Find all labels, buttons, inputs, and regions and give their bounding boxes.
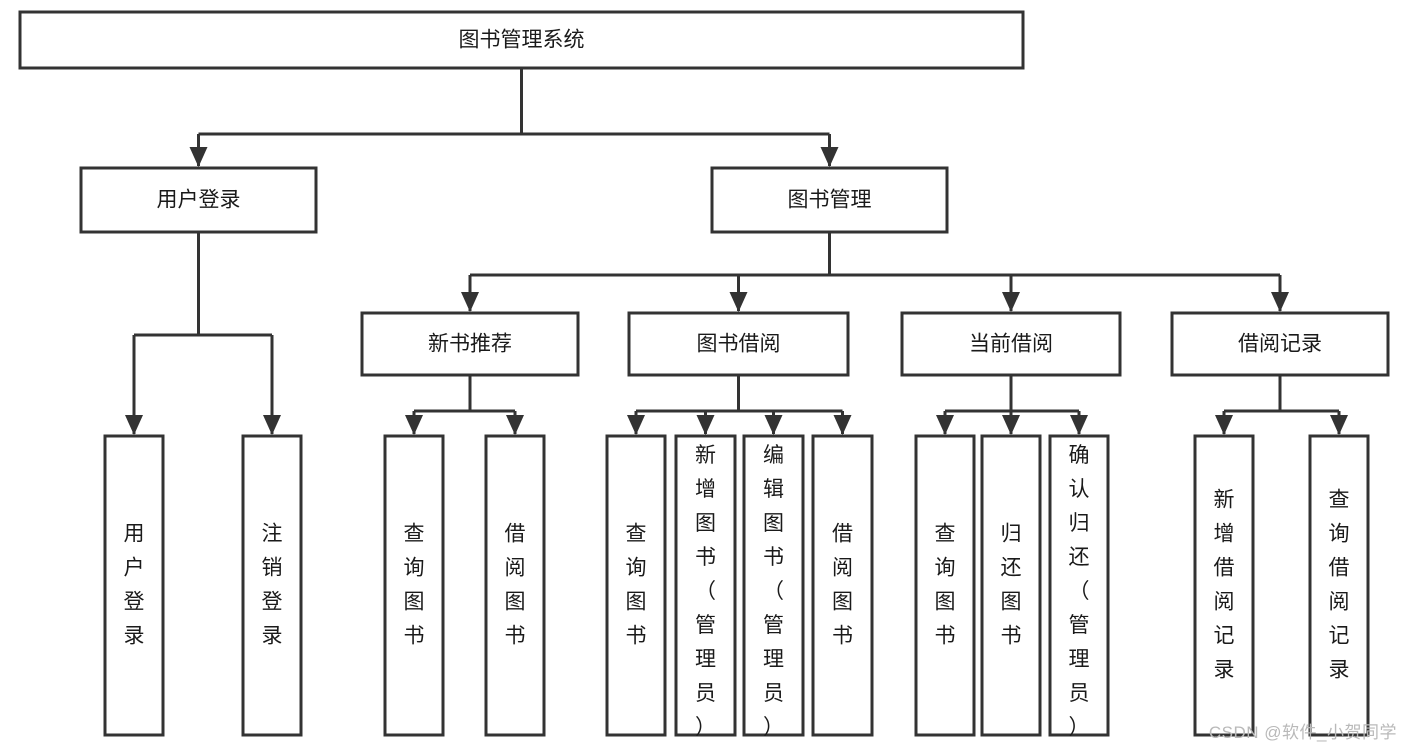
edge-arrowhead bbox=[1070, 415, 1088, 435]
node-leaf-add-borrow-record[interactable]: 新增借阅记录 bbox=[1193, 434, 1255, 737]
edge-arrowhead bbox=[833, 415, 852, 435]
node-leaf-add-book[interactable]: 新增图书（管理员） bbox=[674, 434, 737, 739]
node-label: 查询图书 bbox=[935, 522, 956, 647]
edge-group-new-book-recommend bbox=[405, 375, 524, 435]
node-leaf-query-borrow-record[interactable]: 查询借阅记录 bbox=[1308, 434, 1370, 737]
node-box bbox=[79, 166, 318, 234]
node-leaf-query-book-1[interactable]: 查询图书 bbox=[383, 434, 445, 737]
node-box bbox=[103, 434, 165, 737]
node-box bbox=[980, 434, 1042, 737]
node-box bbox=[18, 10, 1025, 70]
node-label: 归还图书 bbox=[1001, 522, 1022, 647]
edge-arrowhead bbox=[1271, 292, 1289, 312]
edge-arrowhead bbox=[263, 415, 281, 435]
watermark-text: CSDN @软件_小贺同学 bbox=[1208, 723, 1397, 742]
node-label: 查询图书 bbox=[404, 522, 425, 647]
node-box bbox=[914, 434, 976, 737]
edge-arrowhead bbox=[729, 292, 748, 312]
edge-arrowhead bbox=[936, 415, 954, 435]
edge-group-book-borrow bbox=[627, 375, 852, 435]
node-label: 借阅图书 bbox=[832, 522, 853, 647]
node-box bbox=[742, 434, 805, 737]
edge-arrowhead bbox=[405, 415, 423, 435]
node-leaf-user-login[interactable]: 用户登录 bbox=[103, 434, 165, 737]
edge-arrowhead bbox=[696, 415, 715, 435]
node-box bbox=[900, 311, 1122, 377]
node-book-borrow[interactable]: 图书借阅 bbox=[627, 311, 850, 377]
node-label: 新增图书（管理员） bbox=[695, 444, 716, 739]
node-box bbox=[1170, 311, 1390, 377]
node-label: 新书推荐 bbox=[428, 333, 512, 356]
node-label: 查询图书 bbox=[626, 522, 647, 647]
node-root[interactable]: 图书管理系统 bbox=[18, 10, 1025, 70]
node-leaf-borrow-book-2[interactable]: 借阅图书 bbox=[811, 434, 874, 737]
node-box bbox=[674, 434, 737, 737]
node-leaf-query-book-3[interactable]: 查询图书 bbox=[914, 434, 976, 737]
node-leaf-return-book[interactable]: 归还图书 bbox=[980, 434, 1042, 737]
node-box bbox=[811, 434, 874, 737]
edge-arrowhead bbox=[1215, 415, 1233, 435]
edge-arrowhead bbox=[1330, 415, 1348, 435]
node-label: 图书管理 bbox=[788, 189, 872, 212]
node-leaf-user-logout[interactable]: 注销登录 bbox=[241, 434, 303, 737]
edge-group-root bbox=[189, 68, 839, 167]
node-box bbox=[627, 311, 850, 377]
node-box bbox=[360, 311, 580, 377]
node-label: 新增借阅记录 bbox=[1214, 488, 1235, 681]
edge-group-user-login bbox=[125, 232, 281, 435]
node-box bbox=[484, 434, 546, 737]
edge-arrowhead bbox=[506, 415, 524, 435]
node-book-manage[interactable]: 图书管理 bbox=[710, 166, 949, 234]
edge-group-book-manage bbox=[461, 232, 1289, 312]
node-leaf-borrow-book-1[interactable]: 借阅图书 bbox=[484, 434, 546, 737]
node-current-borrow[interactable]: 当前借阅 bbox=[900, 311, 1122, 377]
node-label: 注销登录 bbox=[262, 522, 283, 647]
node-label: 图书管理系统 bbox=[459, 29, 585, 52]
node-label: 查询借阅记录 bbox=[1329, 488, 1350, 681]
node-leaf-confirm-return[interactable]: 确认归还（管理员） bbox=[1048, 434, 1110, 739]
node-new-book-recommend[interactable]: 新书推荐 bbox=[360, 311, 580, 377]
edge-arrowhead bbox=[461, 292, 479, 312]
node-label: 图书借阅 bbox=[697, 333, 781, 356]
edge-group-current-borrow bbox=[936, 375, 1088, 435]
node-box bbox=[605, 434, 667, 737]
node-label: 借阅图书 bbox=[505, 522, 526, 647]
edge-arrowhead bbox=[820, 147, 839, 167]
edge-arrowhead bbox=[1002, 415, 1020, 435]
node-leaf-edit-book[interactable]: 编辑图书（管理员） bbox=[742, 434, 805, 739]
node-label: 用户登录 bbox=[124, 522, 145, 647]
edge-arrowhead bbox=[627, 415, 645, 435]
edge-arrowhead bbox=[125, 415, 143, 435]
node-label: 用户登录 bbox=[157, 189, 241, 212]
node-label: 确认归还（管理员） bbox=[1069, 444, 1090, 739]
node-label: 编辑图书（管理员） bbox=[763, 444, 784, 739]
node-box bbox=[1048, 434, 1110, 737]
edge-arrowhead bbox=[764, 415, 783, 435]
node-box bbox=[241, 434, 303, 737]
node-box bbox=[710, 166, 949, 234]
edge-arrowhead bbox=[1002, 292, 1020, 312]
node-label: 借阅记录 bbox=[1238, 333, 1322, 356]
node-label: 当前借阅 bbox=[969, 333, 1053, 356]
node-leaf-query-book-2[interactable]: 查询图书 bbox=[605, 434, 667, 737]
node-box bbox=[383, 434, 445, 737]
edge-arrowhead bbox=[189, 147, 208, 167]
node-box bbox=[1308, 434, 1370, 737]
node-user-login[interactable]: 用户登录 bbox=[79, 166, 318, 234]
node-box bbox=[1193, 434, 1255, 737]
edge-group-borrow-record bbox=[1215, 375, 1348, 435]
node-borrow-record[interactable]: 借阅记录 bbox=[1170, 311, 1390, 377]
